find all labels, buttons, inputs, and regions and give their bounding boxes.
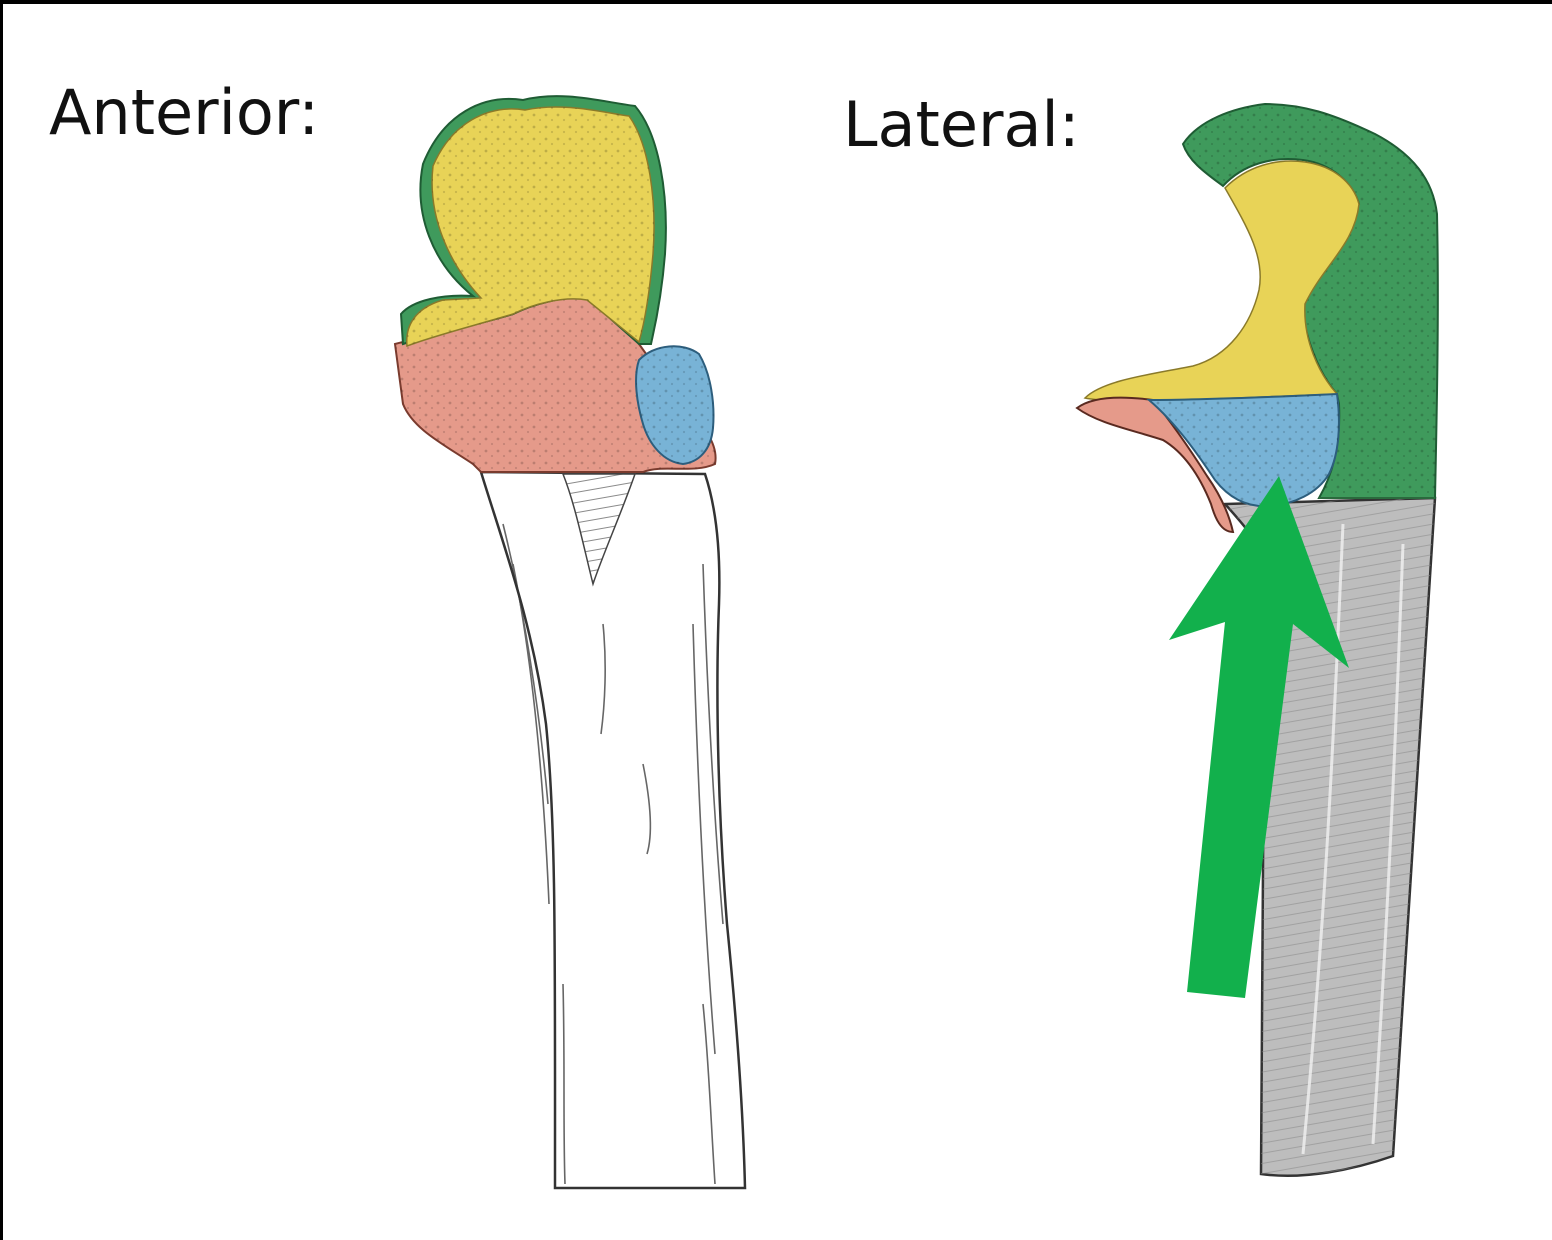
trochlear-notch-texture <box>406 106 654 346</box>
anterior-ulna <box>393 95 747 1190</box>
ulna-illustration <box>393 95 1439 1190</box>
ulnar-tuberosity-shading <box>561 473 637 587</box>
lateral-view-label: Lateral: <box>843 88 1080 161</box>
anterior-shaft <box>479 470 747 1190</box>
diagram-canvas: Anterior: Lateral: <box>3 4 1552 1240</box>
anterior-view-label: Anterior: <box>49 76 320 149</box>
pointer-arrow <box>1169 476 1349 998</box>
lateral-ulna <box>1075 102 1439 1177</box>
lateral-trochlear-notch <box>1083 160 1360 402</box>
lateral-shaft-lines <box>1301 523 1405 1155</box>
olecranon-region-texture <box>1183 104 1438 498</box>
lateral-radial-notch-texture <box>1149 394 1339 507</box>
radial-notch-texture <box>636 346 714 464</box>
anterior-shaft-shading <box>502 523 724 1185</box>
